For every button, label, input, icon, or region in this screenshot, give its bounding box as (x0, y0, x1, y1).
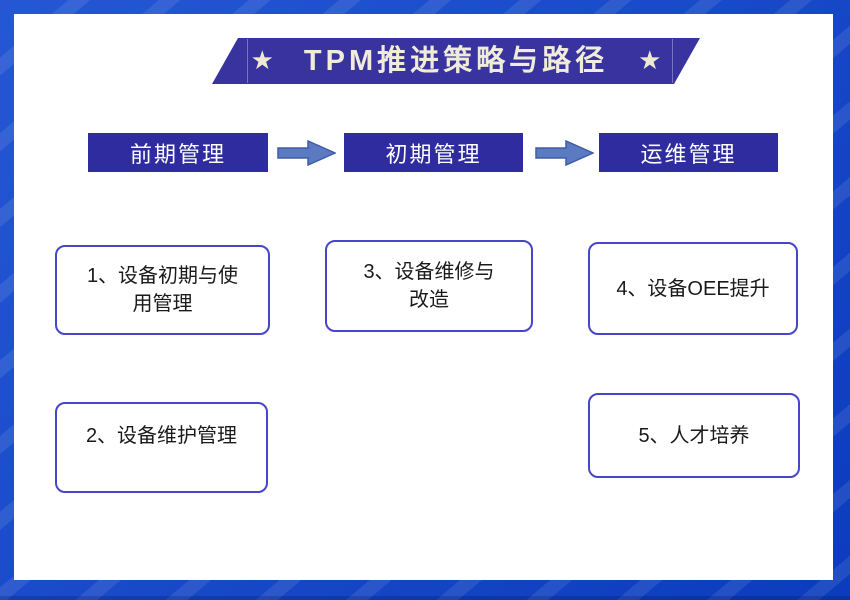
flow-box-2-equipment-maintenance: 2、设备维护管理 (55, 402, 268, 493)
banner-right-divider (672, 39, 673, 83)
star-icon: ★ (638, 45, 662, 75)
flow-box-5-talent-development: 5、人才培养 (588, 393, 800, 478)
flow-box-1-equipment-initial-usage: 1、设备初期与使 用管理 (55, 245, 270, 335)
content-panel: ★ TPM推进策略与路径 ★ 前期管理 初期管理 运维管理 1、设备初期与使 用… (14, 14, 833, 580)
banner-left-divider (247, 39, 248, 83)
stage-header-early-management: 前期管理 (88, 133, 268, 172)
flow-box-3-equipment-repair-modification: 3、设备维修与 改造 (325, 240, 533, 332)
arrow-right-icon (535, 140, 594, 166)
stage-header-operations-management: 运维管理 (599, 133, 778, 172)
title-banner: ★ TPM推进策略与路径 ★ (212, 38, 700, 84)
stage-header-initial-management: 初期管理 (344, 133, 523, 172)
arrow-right-icon (277, 140, 336, 166)
star-icon: ★ (250, 45, 274, 75)
flow-box-4-equipment-oee-improvement: 4、设备OEE提升 (588, 242, 798, 335)
page-title: TPM推进策略与路径 (303, 44, 609, 77)
